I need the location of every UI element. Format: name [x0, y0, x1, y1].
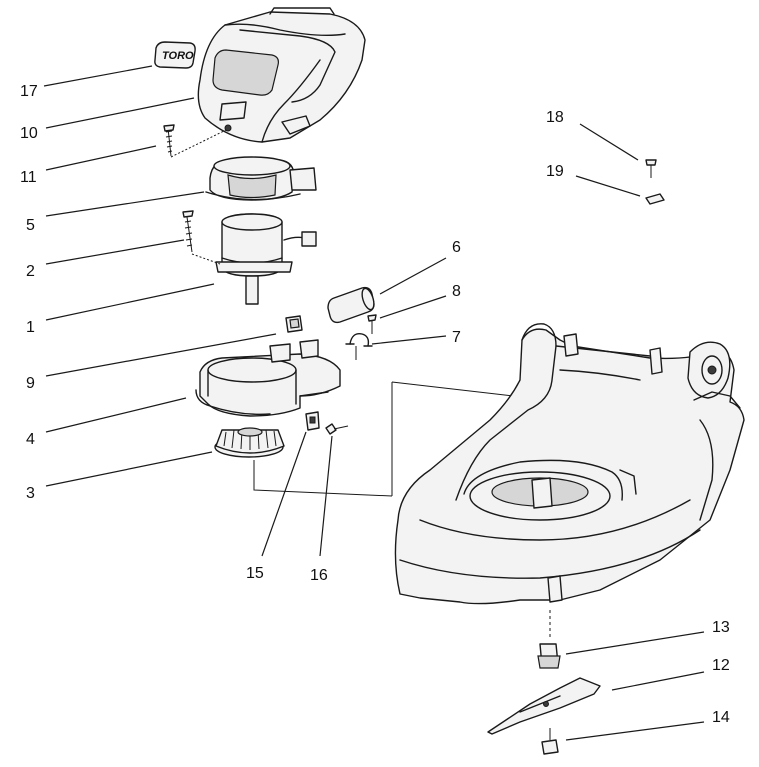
callout-8: 8 — [452, 283, 461, 300]
callout-13: 13 — [712, 619, 730, 636]
leader-lines — [43, 65, 705, 741]
callout-5: 5 — [26, 217, 35, 234]
callout-14: 14 — [712, 709, 730, 726]
part-2-screw — [182, 210, 221, 265]
callout-7: 7 — [452, 329, 461, 346]
callout-11: 11 — [20, 169, 37, 186]
part-4-motor-mount — [195, 339, 341, 417]
callout-2: 2 — [26, 263, 35, 280]
part-17-logo-decal: TORO — [154, 41, 196, 69]
mower-deck — [394, 323, 745, 605]
callout-19: 19 — [546, 163, 564, 180]
callout-16: 16 — [310, 567, 328, 584]
part-6-sleeve — [327, 286, 375, 324]
callout-9: 9 — [26, 375, 35, 392]
callout-6: 6 — [452, 239, 461, 256]
callout-15: 15 — [246, 565, 264, 582]
logo-text: TORO — [162, 50, 194, 62]
part-3-fan — [214, 427, 393, 497]
callout-17: 17 — [20, 83, 38, 100]
part-5-motor-shroud — [205, 156, 317, 201]
part-15-bracket — [305, 411, 320, 431]
part-10-motor-hood — [197, 7, 366, 143]
part-19-clip — [645, 193, 665, 205]
part-8-screw — [367, 314, 377, 334]
callout-4: 4 — [26, 431, 35, 448]
part-18-screw — [645, 159, 657, 178]
part-9-clip — [285, 315, 303, 333]
callout-10: 10 — [20, 125, 38, 142]
part-13-adapter — [537, 610, 561, 669]
part-11-screw — [163, 124, 227, 158]
part-16-screw — [325, 423, 349, 435]
callout-3: 3 — [26, 485, 35, 502]
part-1-motor — [215, 213, 317, 305]
part-7-clamp — [345, 333, 373, 360]
callout-1: 1 — [26, 319, 35, 336]
callout-labels: 17 10 11 5 2 1 9 4 3 15 16 6 8 7 18 19 1… — [20, 83, 730, 726]
part-14-bolt — [541, 728, 559, 755]
part-12-blade — [487, 677, 601, 735]
callout-12: 12 — [712, 657, 730, 674]
callout-18: 18 — [546, 109, 564, 126]
